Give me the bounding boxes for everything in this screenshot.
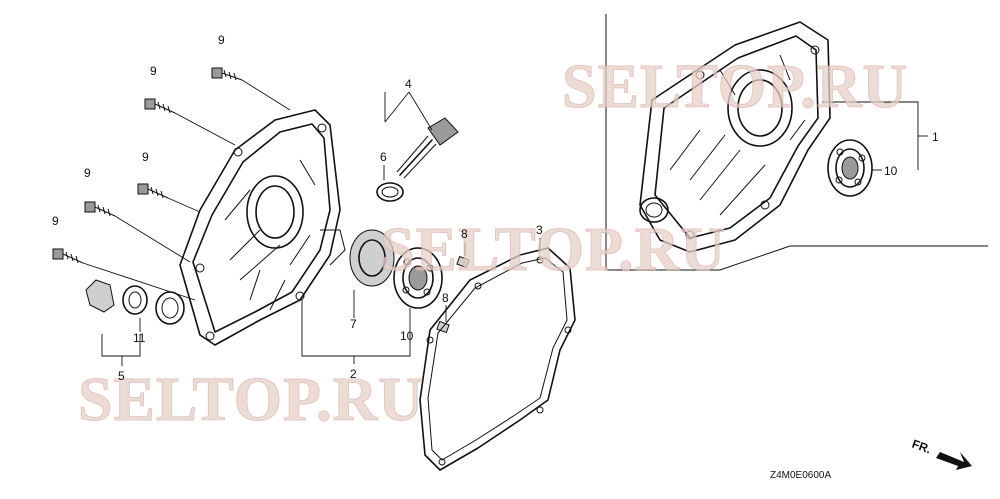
gasket-drawing [419, 247, 576, 471]
front-direction-marker: FR. [910, 437, 972, 470]
callout-10-inset: 10 [884, 164, 898, 178]
seal-group-drawing [85, 279, 185, 325]
dowel-pin-drawings [436, 255, 470, 334]
bolt-drawings [52, 67, 291, 301]
callout-2: 2 [350, 367, 357, 381]
bearing-drawing [393, 247, 443, 309]
inset-cover-drawing [639, 21, 831, 253]
callout-8-a: 8 [461, 227, 468, 241]
watermark-text-top: SELTOP.RU [562, 53, 908, 121]
diagram-code: Z4M0E0600A [770, 470, 831, 481]
watermark-text-bottom: SELTOP.RU [78, 366, 424, 434]
callout-10: 10 [400, 329, 414, 343]
bolt-3 [137, 183, 169, 199]
crankcase-cover-drawing [179, 109, 346, 346]
callout-6: 6 [380, 150, 387, 164]
watermark-text-middle: SELTOP.RU [380, 216, 726, 284]
assembly-inset [605, 14, 988, 271]
callout-9-d: 9 [84, 166, 91, 180]
bolt-1 [211, 67, 243, 81]
callout-9-c: 9 [142, 150, 149, 164]
front-marker-label: FR. [910, 437, 933, 457]
callout-1: 1 [932, 130, 939, 144]
inset-bearing-drawing [827, 139, 873, 197]
watermarks: SELTOP.RU SELTOP.RU SELTOP.RU [78, 53, 908, 435]
callout-5: 5 [118, 369, 125, 383]
bolt-4 [84, 201, 116, 217]
bolt-5 [52, 248, 84, 264]
leader-lines [101, 91, 541, 366]
callout-7: 7 [350, 317, 357, 331]
callout-9-a: 9 [218, 33, 225, 47]
bolt-2 [144, 98, 176, 114]
callout-4: 4 [405, 77, 412, 91]
callout-9-b: 9 [150, 64, 157, 78]
callout-3: 3 [536, 223, 543, 237]
dipstick-drawing [376, 117, 459, 202]
callout-9-e: 9 [52, 214, 59, 228]
callout-8-b: 8 [442, 291, 449, 305]
oil-seal-drawing [349, 229, 395, 287]
callout-11: 11 [133, 331, 146, 345]
callout-labels: 1 10 4 6 9 9 9 9 9 8 8 3 7 10 2 11 5 [52, 33, 939, 383]
